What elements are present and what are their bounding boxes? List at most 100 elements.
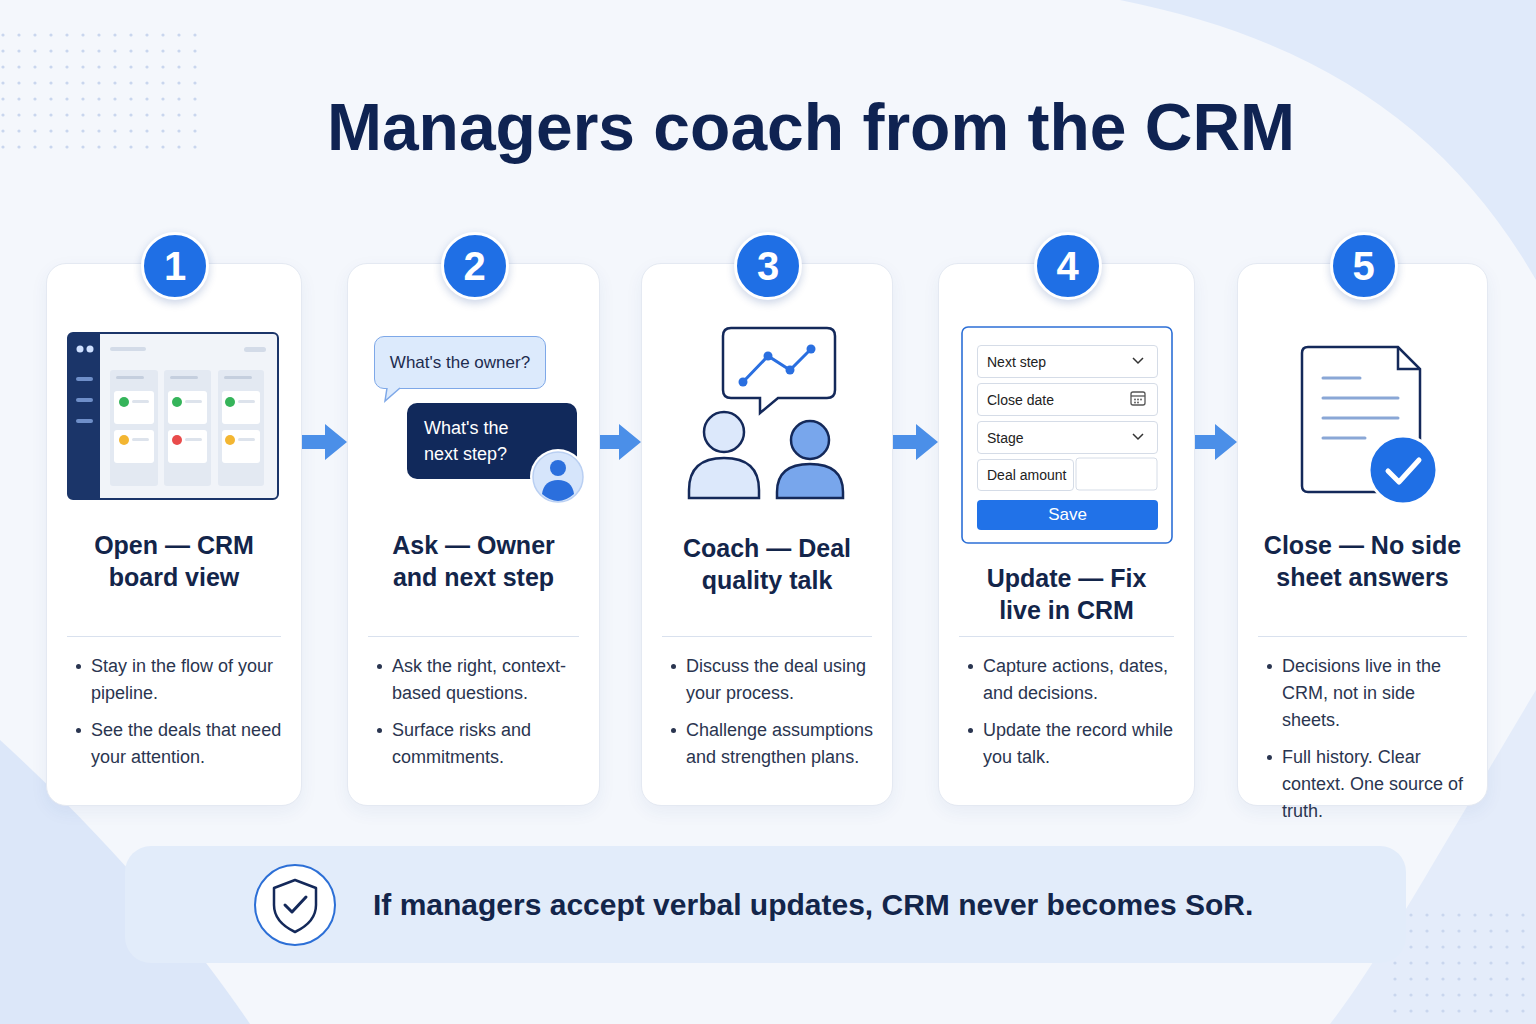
form-field: Deal amount	[977, 459, 1074, 491]
board-illustration-part	[224, 376, 252, 379]
document-illustration-part	[1323, 397, 1398, 400]
board-illustration-part	[76, 377, 93, 381]
divider	[662, 636, 872, 637]
board-illustration-part	[244, 347, 266, 352]
step-number: 5	[1330, 232, 1398, 300]
step-number: 2	[441, 232, 509, 300]
step-number-text: 4	[1056, 244, 1078, 289]
board-illustration-part	[132, 400, 149, 403]
bullet-list: Discuss the deal using your process.Chal…	[686, 653, 878, 781]
board-illustration-part	[132, 438, 149, 441]
coaching-illustration-part	[743, 349, 811, 382]
board-illustration-part	[225, 397, 235, 407]
bubble-text: What's the owner?	[390, 353, 530, 373]
document-illustration-part	[1323, 437, 1365, 440]
bullet-list: Stay in the flow of your pipeline.See th…	[91, 653, 287, 781]
board-illustration-part	[218, 370, 264, 486]
divider	[368, 636, 579, 637]
save-button: Save	[977, 500, 1158, 530]
board-illustration-part	[238, 438, 255, 441]
title: Managers coach from the CRM	[86, 88, 1536, 166]
bullet-text: Discuss the deal using your process.	[686, 653, 878, 707]
bullet-text: Full history. Clear context. One source …	[1282, 744, 1473, 825]
bullet-list: Decisions live in the CRM, not in side s…	[1282, 653, 1473, 835]
board-illustration-part	[222, 391, 260, 424]
document-illustration	[1302, 347, 1437, 504]
avatar-icon	[530, 449, 586, 505]
field-label: Deal amount	[987, 467, 1066, 483]
document-illustration-part	[1323, 377, 1360, 380]
board-illustration-part	[110, 347, 146, 351]
bullet-list: Ask the right, context-based questions.S…	[392, 653, 585, 781]
speech-bubble: What's the next step?	[407, 403, 577, 479]
form-frame-part	[1131, 392, 1145, 405]
board-illustration-part	[68, 333, 100, 499]
avatar-icon-part	[550, 460, 566, 476]
step-card: 4Next stepClose dateStageDeal amountSave…	[938, 263, 1195, 806]
button-label: Save	[1048, 505, 1087, 525]
avatar-icon-part	[542, 480, 574, 501]
speech-bubble: What's the owner?	[374, 336, 546, 389]
coaching-illustration-part	[791, 421, 829, 459]
board-illustration-part	[114, 391, 154, 424]
document-illustration-part	[1398, 347, 1420, 369]
board-illustration-part	[225, 435, 235, 445]
board-illustration-part	[168, 430, 207, 463]
shield-icon-part	[285, 897, 306, 912]
divider	[959, 636, 1174, 637]
step-number-text: 5	[1352, 244, 1374, 289]
bullet-text: Update the record while you talk.	[983, 717, 1180, 771]
coaching-illustration-part	[764, 352, 773, 361]
bubble-text: What's the next step?	[424, 415, 537, 467]
callout-text: If managers accept verbal updates, CRM n…	[373, 888, 1253, 922]
step-number-text: 3	[757, 244, 779, 289]
document-illustration-part	[1369, 436, 1437, 504]
form-field: Next step	[977, 345, 1158, 378]
bubble-tail	[385, 386, 402, 401]
board-illustration-part	[172, 397, 182, 407]
board-illustration-part	[87, 346, 94, 353]
avatar-icon-part	[533, 452, 583, 502]
document-illustration-part	[1388, 460, 1419, 482]
coaching-illustration-part	[689, 458, 759, 498]
bullet-text: Ask the right, context-based questions.	[392, 653, 585, 707]
shield-icon	[255, 865, 335, 945]
shield-icon-part	[255, 865, 335, 945]
document-illustration-part	[1302, 347, 1420, 492]
form-field: Stage	[977, 421, 1158, 454]
step-number: 3	[734, 232, 802, 300]
bubble-tail-part	[385, 388, 400, 401]
step-card: 1Open — CRM board viewStay in the flow o…	[46, 263, 302, 806]
board-illustration-part	[238, 400, 255, 403]
coaching-illustration-part	[777, 464, 843, 498]
flow-arrow	[893, 424, 938, 460]
form-frame-part	[1137, 399, 1139, 401]
board-illustration-part	[119, 435, 129, 445]
flow-arrow	[600, 424, 641, 460]
form-frame-part	[1133, 358, 1143, 363]
arrow-shape	[600, 424, 641, 460]
step-number: 1	[141, 232, 209, 300]
board-illustration-part	[77, 346, 84, 353]
board-illustration-part	[164, 370, 211, 486]
step-number-text: 1	[164, 244, 186, 289]
step-heading: Open — CRM board view	[61, 529, 287, 593]
board-illustration-part	[170, 376, 198, 379]
step-card: 2What's the owner?What's the next step?A…	[347, 263, 600, 806]
bullet-text: Capture actions, dates, and decisions.	[983, 653, 1180, 707]
board-illustration-part	[185, 400, 202, 403]
coaching-illustration-part	[786, 366, 795, 375]
step-card: 3Coach — Deal quality talkDiscuss the de…	[641, 263, 893, 806]
step-number: 4	[1034, 232, 1102, 300]
avatar-icon-part	[530, 449, 586, 505]
bullet-list: Capture actions, dates, and decisions. Up…	[983, 653, 1180, 781]
coaching-illustration-part	[739, 378, 748, 387]
coaching-illustration-part	[704, 412, 744, 452]
form-frame-part	[1137, 402, 1139, 404]
field-label: Stage	[987, 430, 1024, 446]
board-illustration-part	[172, 435, 182, 445]
step-heading: Close — No side sheet answers	[1252, 529, 1473, 593]
step-heading: Update — Fix live in CRM	[953, 562, 1180, 626]
